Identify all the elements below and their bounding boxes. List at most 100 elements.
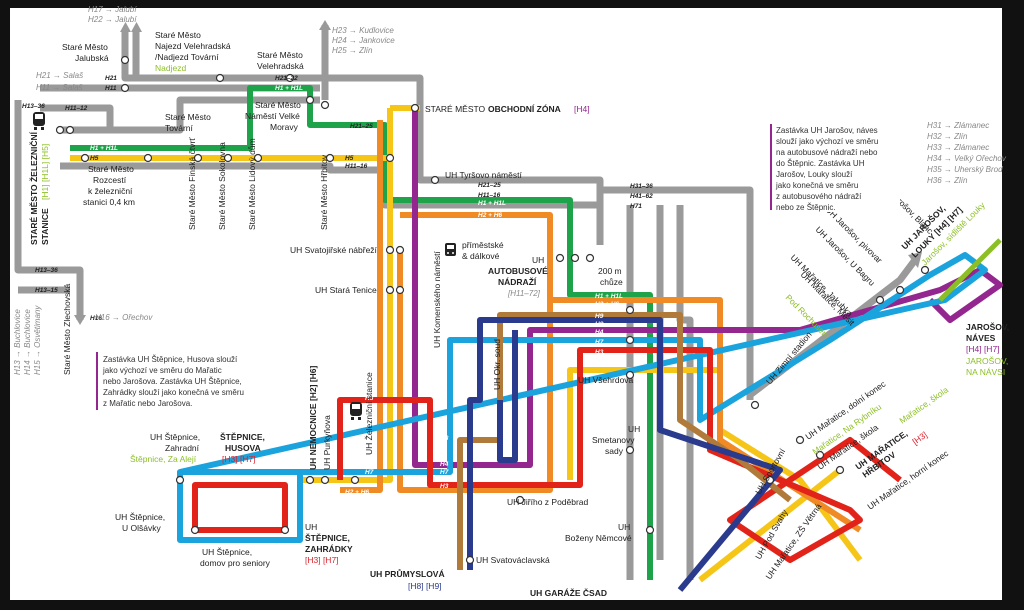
arrow-up-icon xyxy=(319,20,331,30)
direction-label: H14 → Buchlovice xyxy=(23,309,32,375)
note-bar xyxy=(96,352,98,410)
stop-marker[interactable] xyxy=(175,475,185,485)
stop-marker[interactable] xyxy=(280,525,290,535)
stop-marker[interactable] xyxy=(815,450,825,460)
code-label: H11 xyxy=(105,85,117,92)
code-label: H11–16 xyxy=(345,163,368,170)
code-label: H2 + H6 xyxy=(345,489,369,496)
stop-marker[interactable] xyxy=(625,370,635,380)
stop-marker[interactable] xyxy=(143,153,153,163)
stop-marker[interactable] xyxy=(430,175,440,185)
stop-label: [H4] [H7] xyxy=(966,344,1000,354)
stop-label: STARÉ MĚSTO ŽELEZNIČNÍ xyxy=(28,131,39,245)
note-line: Jarošov, Louky slouží xyxy=(776,170,853,179)
note-box xyxy=(96,350,276,412)
stop-marker[interactable] xyxy=(285,73,295,83)
stop-marker[interactable] xyxy=(385,285,395,295)
stop-label: Smetanovy xyxy=(592,435,635,445)
code-label: H21–25 xyxy=(350,123,373,130)
stop-label: [H8] [H9] xyxy=(408,581,442,591)
stop-marker[interactable] xyxy=(395,245,405,255)
stop-marker[interactable] xyxy=(253,153,263,163)
stop-label: NÁDRAŽÍ xyxy=(498,276,537,287)
stop-marker[interactable] xyxy=(305,95,315,105)
stop-marker[interactable] xyxy=(835,465,845,475)
code-label: H16 xyxy=(90,315,102,322)
stop-label: AUTOBUSOVÉ xyxy=(488,266,548,276)
stop-marker[interactable] xyxy=(765,475,775,485)
code-label: H7 xyxy=(440,469,449,476)
note-jarosov: Zastávka UH Jarošov, náves slouží jako v… xyxy=(770,122,900,212)
stop-marker[interactable] xyxy=(120,83,130,93)
direction-label: H16 → Ořechov xyxy=(95,313,153,322)
stop-marker[interactable] xyxy=(625,445,635,455)
arrow-down-icon xyxy=(74,315,86,325)
stop-marker[interactable] xyxy=(875,295,885,305)
stop-label: UH Svatojiřské nábřeží xyxy=(290,245,378,255)
stop-label: Najezd Velehradská xyxy=(155,41,231,51)
stop-marker[interactable] xyxy=(385,245,395,255)
stop-marker[interactable] xyxy=(223,153,233,163)
code-label: H11–16 xyxy=(478,192,501,199)
stop-marker[interactable] xyxy=(625,305,635,315)
stop-marker[interactable] xyxy=(410,103,420,113)
stop-marker[interactable] xyxy=(350,475,360,485)
stop-label: Boženy Němcové xyxy=(565,533,632,543)
stop-marker[interactable] xyxy=(80,153,90,163)
stop-marker[interactable] xyxy=(515,495,525,505)
stop-label: Zahradní xyxy=(165,443,200,453)
stop-label: chůze xyxy=(600,277,623,287)
stop-marker[interactable] xyxy=(895,285,905,295)
stop-marker[interactable] xyxy=(320,100,330,110)
stop-marker[interactable] xyxy=(750,400,760,410)
stop-label: stanici 0,4 km xyxy=(83,197,135,207)
stop-marker[interactable] xyxy=(215,73,225,83)
stop-marker[interactable] xyxy=(920,265,930,275)
note-line: do Štěpnic. Zastávka UH xyxy=(776,159,865,168)
stop-label: 200 m xyxy=(598,266,622,276)
stop-marker[interactable] xyxy=(120,55,130,65)
note-line: jako výchozí ve směru do Mařatic xyxy=(102,366,222,375)
stop-label: Velehradská xyxy=(257,61,304,71)
stop-marker[interactable] xyxy=(585,253,595,263)
stop-marker[interactable] xyxy=(625,335,635,345)
direction-label: H22 → Jalubí xyxy=(88,15,137,24)
stop-marker[interactable] xyxy=(385,153,395,163)
train-icon xyxy=(33,112,45,130)
code-label: H4 xyxy=(440,461,449,468)
code-label: H3 xyxy=(595,349,604,356)
stop-label: UH xyxy=(618,522,630,532)
note-line: na autobusové nádraží nebo xyxy=(776,148,878,157)
stop-marker[interactable] xyxy=(795,435,805,445)
stop-marker[interactable] xyxy=(320,475,330,485)
direction-label: H36 → Zlín xyxy=(927,176,968,185)
stops xyxy=(55,55,930,565)
stop-marker[interactable] xyxy=(570,253,580,263)
stop-marker[interactable] xyxy=(555,253,565,263)
stop-label: UH Purkyňova xyxy=(322,415,332,470)
code-label: H1 + H1L xyxy=(90,145,118,152)
stop-marker[interactable] xyxy=(645,525,655,535)
code-label: H4 xyxy=(595,329,604,336)
direction-label: H15 → Osvětimany xyxy=(33,305,42,375)
bus-icon xyxy=(445,243,456,256)
stop-label: ŠTĚPNICE, xyxy=(220,431,265,442)
stop-marker[interactable] xyxy=(193,153,203,163)
note-line: slouží jako výchozí ve směru xyxy=(776,137,878,146)
stop-marker[interactable] xyxy=(65,125,75,135)
stop-marker[interactable] xyxy=(55,125,65,135)
route-green xyxy=(70,85,653,580)
stop-marker[interactable] xyxy=(305,475,315,485)
direction-label: H34 → Velký Ořechov xyxy=(927,154,1007,163)
stop-marker[interactable] xyxy=(325,153,335,163)
stop-marker[interactable] xyxy=(465,555,475,565)
stop-label: NA NÁVSI xyxy=(966,367,1005,377)
route-navy xyxy=(467,317,783,592)
stop-label: JAROŠOV, xyxy=(966,321,1009,332)
note-line: nebo Jarošova. Zastávka UH Štěpnice, xyxy=(103,377,242,386)
stop-marker[interactable] xyxy=(395,285,405,295)
stop-marker[interactable] xyxy=(190,525,200,535)
arrow-right-icon xyxy=(908,252,922,268)
